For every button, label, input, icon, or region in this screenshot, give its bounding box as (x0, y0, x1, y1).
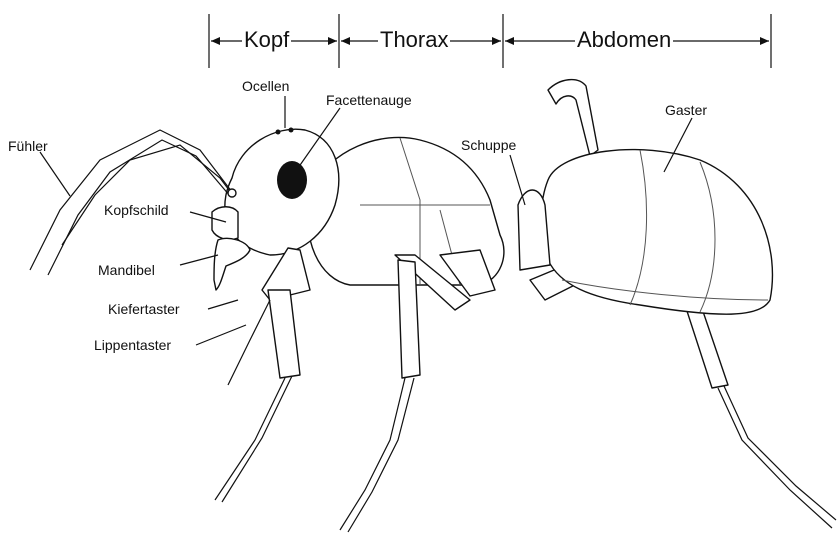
segment-label-head: Kopf (242, 27, 291, 53)
head (212, 128, 339, 291)
label-petiole-scale: Schuppe (461, 137, 516, 153)
label-gaster: Gaster (665, 102, 707, 118)
label-antenna: Fühler (8, 138, 48, 154)
front-leg (215, 248, 310, 502)
middle-leg (340, 250, 495, 532)
label-clypeus: Kopfschild (104, 202, 169, 218)
gaster (541, 150, 772, 315)
segment-brackets (209, 14, 771, 68)
segment-label-thorax: Thorax (378, 27, 450, 53)
label-maxillary-palp: Kiefertaster (108, 301, 180, 317)
label-ocelli: Ocellen (242, 78, 289, 94)
label-compound-eye: Facettenauge (326, 92, 412, 108)
label-labial-palp: Lippentaster (94, 337, 171, 353)
label-mandible: Mandibel (98, 262, 155, 278)
segment-label-abdomen: Abdomen (575, 27, 673, 53)
